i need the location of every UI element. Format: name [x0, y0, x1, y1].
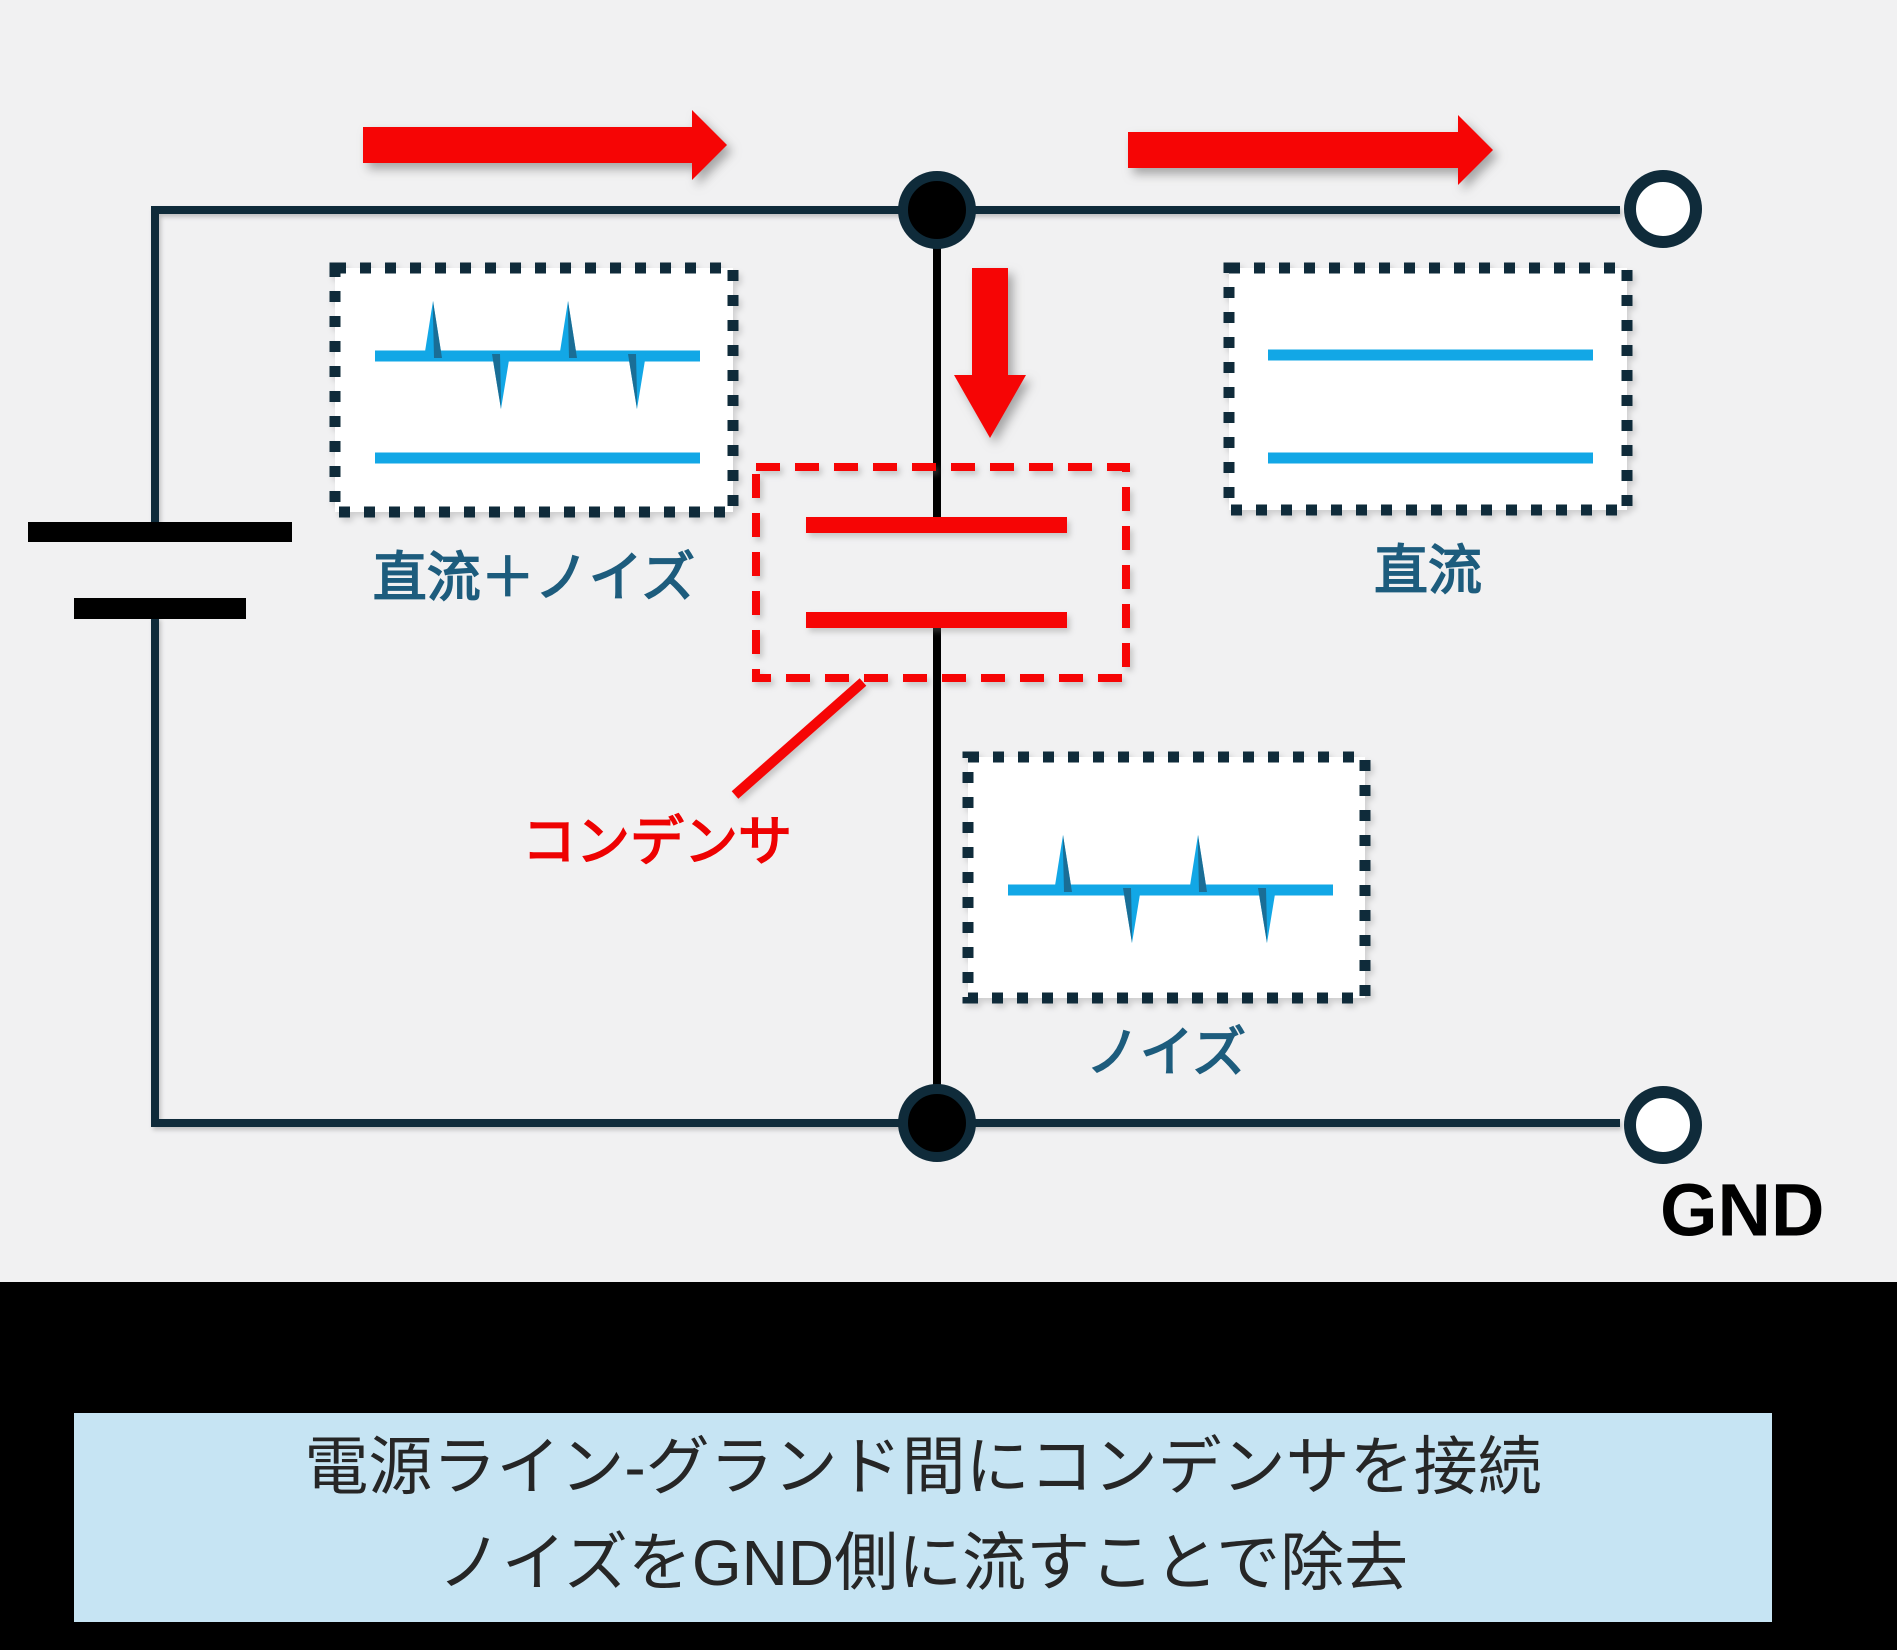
dc-box-border	[1223, 262, 1633, 516]
spike-down-accent	[492, 354, 501, 409]
label-gnd: GND	[1660, 1169, 1824, 1252]
spike-up-accent	[433, 301, 442, 358]
label-dc-plus-noise: 直流＋ノイズ	[373, 548, 695, 608]
junction-node-top	[898, 171, 976, 249]
noise-box-border	[962, 751, 1371, 1004]
footer: 電源ライン-グランド間にコンデンサを接続 ノイズをGND側に流すことで除去	[0, 1282, 1897, 1650]
capacitor-plate-bottom	[806, 612, 1067, 628]
spike-up-accent	[1063, 835, 1072, 892]
flow-arrow-right-right	[1128, 115, 1493, 185]
capacitor-callout-line	[731, 678, 867, 799]
capacitor-highlight-box	[731, 463, 1130, 799]
caption-line2: ノイズをGND側に流すことで除去	[438, 1527, 1408, 1599]
label-capacitor: コンデンサ	[522, 812, 792, 872]
spike-down-accent	[1258, 888, 1267, 943]
label-dc: 直流	[1374, 541, 1482, 601]
circuit-wires	[151, 206, 1620, 1127]
capacitor-plate-top	[806, 517, 1067, 533]
flow-arrow-right-left	[363, 110, 727, 180]
spike-up-accent	[568, 301, 577, 358]
battery-symbol	[28, 522, 292, 619]
caption-line1: 電源ライン-グランド間にコンデンサを接続	[304, 1431, 1541, 1503]
terminal-bottom-right	[1624, 1086, 1702, 1164]
terminal-top-right	[1624, 170, 1702, 248]
spike-down-accent	[1123, 888, 1132, 943]
battery-short-plate	[74, 598, 246, 619]
caption-panel	[74, 1413, 1772, 1622]
label-noise: ノイズ	[1086, 1023, 1246, 1083]
capacitor-dashed-border	[752, 463, 1130, 682]
waveform-box-dc-noise	[329, 262, 739, 518]
battery-long-plate	[28, 522, 292, 542]
flow-arrow-down	[954, 268, 1026, 438]
waveform-box-dc	[1223, 262, 1633, 516]
dc-noise-box-border	[329, 262, 739, 518]
spike-down-accent	[628, 354, 637, 409]
junction-node-bottom	[898, 1084, 976, 1162]
spike-up-accent	[1198, 835, 1207, 892]
waveform-box-noise	[962, 751, 1371, 1004]
